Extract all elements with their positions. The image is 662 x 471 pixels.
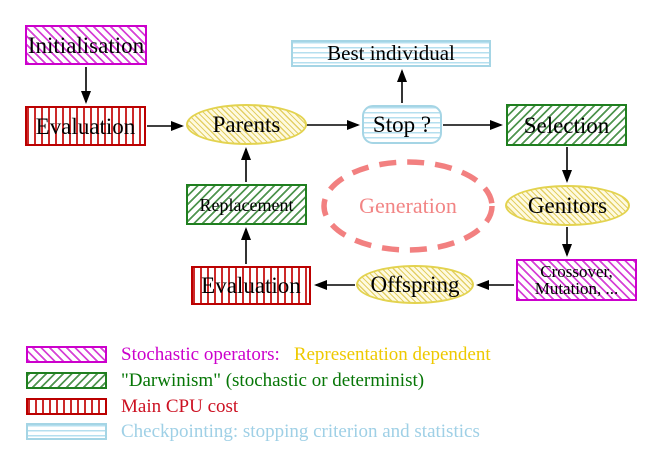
- legend-checkpointing-label: Checkpointing: stopping criterion and st…: [121, 421, 480, 442]
- node-crossover-mutation: Crossover, Mutation, ...: [516, 259, 637, 301]
- legend-item-checkpointing: Checkpointing: stopping criterion and st…: [121, 421, 480, 443]
- legend-item-cpu-cost: Main CPU cost: [121, 396, 238, 418]
- legend-swatch-darwinism-green-hatch: [26, 372, 107, 389]
- legend-swatch-checkpointing-cyan-stripes: [26, 423, 107, 440]
- legend-main-cpu-cost-label: Main CPU cost: [121, 396, 239, 417]
- crossover-line-2: Mutation, ...: [534, 279, 619, 298]
- ellipse-genitors: Genitors: [505, 185, 630, 226]
- node-evaluation-top: Evaluation: [25, 106, 146, 146]
- node-best-individual: Best individual: [291, 40, 491, 67]
- legend-item-darwinism: "Darwinism" (stochastic or determinist): [121, 370, 424, 392]
- node-replacement: Replacement: [186, 184, 307, 225]
- node-selection: Selection: [506, 104, 627, 146]
- crossover-line-1: Crossover,: [540, 262, 613, 281]
- generation-label: Generation: [359, 193, 457, 218]
- node-evaluation-bottom: Evaluation: [191, 266, 311, 305]
- ellipse-parents: Parents: [186, 104, 307, 145]
- legend-swatch-cpu-red-stripes: [26, 398, 107, 415]
- legend-darwinism-label: "Darwinism" (stochastic or determinist): [121, 370, 425, 391]
- node-stop: Stop ?: [362, 105, 442, 144]
- legend-item-stochastic: Stochastic operators: Representation dep…: [121, 344, 491, 366]
- legend-representation-dependent-label: Representation dependent: [293, 344, 491, 365]
- legend-swatch-stochastic-magenta-hatch: [26, 346, 107, 363]
- legend-stochastic-operators-label: Stochastic operators:: [121, 344, 280, 365]
- ellipse-offspring: Offspring: [356, 265, 474, 304]
- node-initialisation: Initialisation: [25, 25, 147, 65]
